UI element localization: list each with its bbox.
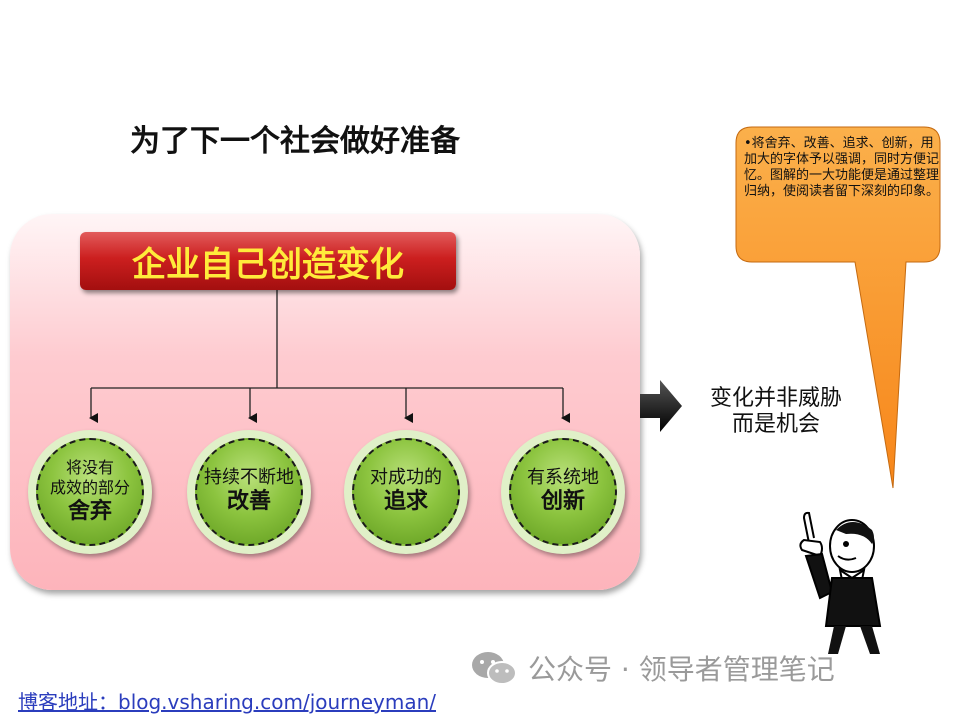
callout-text: •将舍弃、改善、追求、创新，用加大的字体予以强调，同时方便记忆。图解的一大功能便… — [744, 136, 944, 200]
wechat-icon — [470, 649, 518, 687]
pointing-man-icon — [780, 508, 900, 658]
watermark-text: 公众号 · 领导者管理笔记 — [528, 648, 835, 688]
watermark: 公众号 · 领导者管理笔记 — [470, 648, 835, 688]
footer-link[interactable]: 博客地址：blog.vsharing.com/journeyman/ — [18, 686, 436, 715]
